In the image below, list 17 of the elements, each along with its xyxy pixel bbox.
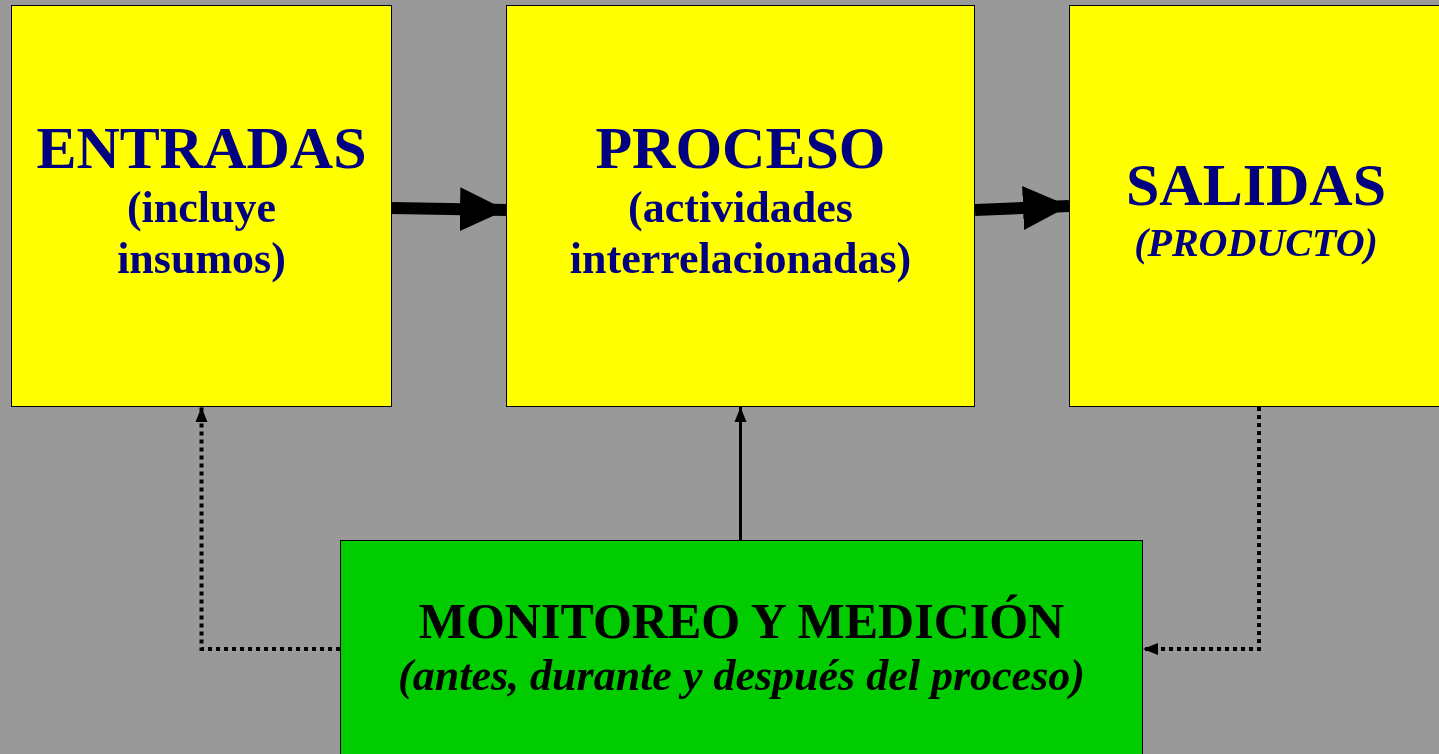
monitoring-box [340, 540, 1143, 754]
box-heading: ENTRADAS [36, 114, 367, 183]
arrow [734, 407, 747, 540]
box-description: (PRODUCTO) [1134, 220, 1378, 266]
box-description: (incluye insumos) [116, 183, 287, 285]
box-description: (antes, durante y después del proceso) [398, 650, 1085, 702]
box-heading: PROCESO [595, 114, 886, 183]
arrow [195, 407, 340, 651]
output-box [1069, 5, 1439, 407]
input-box [11, 5, 392, 407]
box-description: (actividades interrelacionadas) [568, 183, 913, 285]
box-heading: SALIDAS [1125, 151, 1387, 220]
process-box [506, 5, 975, 407]
arrow [1143, 407, 1261, 655]
arrow [974, 186, 1070, 230]
arrow [391, 187, 507, 232]
box-heading: MONITOREO Y MEDICIÓN [418, 593, 1065, 651]
